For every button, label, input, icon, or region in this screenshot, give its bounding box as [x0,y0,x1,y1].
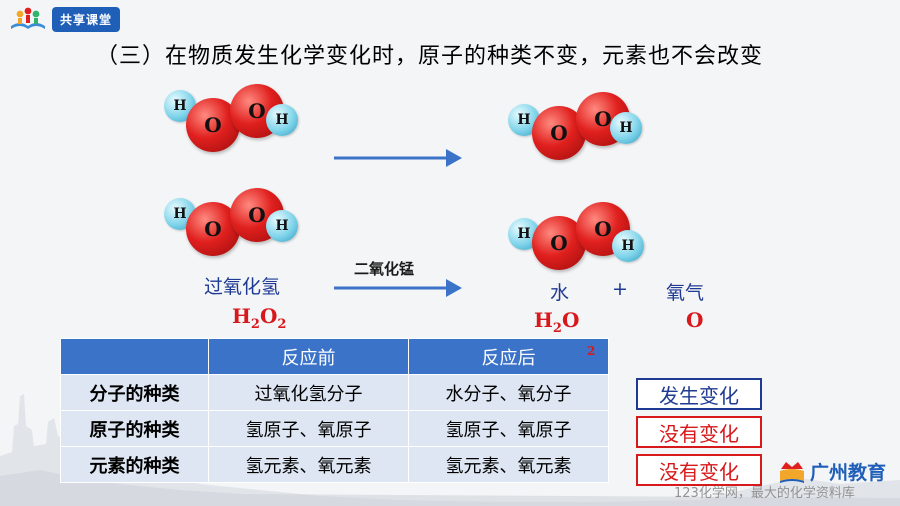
oxygen-atom: O [186,202,240,256]
verdict-atom: 没有变化 [636,416,762,448]
reaction-arrow-bottom [334,279,462,297]
hydrogen-atom: H [612,230,644,262]
background-skyline [0,394,900,506]
row-label: 原子的种类 [60,410,209,447]
table-header-cell: 反应前 [208,338,409,375]
plus-sign: + [612,278,628,300]
brand-text: 广州教育 [810,462,887,484]
table-row: 分子的种类 过氧化氢分子 水分子、氧分子 [60,374,609,411]
after-cell: 氢原子、氧原子 [408,410,609,447]
row-label: 分子的种类 [60,374,209,411]
guangzhou-education-logo: 广州教育 [778,458,886,485]
table-header-cell [60,338,209,375]
verdict-molecule: 发生变化 [636,378,762,410]
slide-title: （三）在物质发生化学变化时，原子的种类不变，元素也不会改变 [96,44,764,69]
subscript-mark: 2 [587,344,596,358]
molecule-hydrogen-peroxide-1: H O O H [164,84,304,160]
book-people-icon [11,7,45,29]
watermark-text: 123化学网，最大的化学资料库 [674,486,855,501]
verdict-element: 没有变化 [636,454,762,486]
product2-formula: O [686,308,704,332]
table-row: 原子的种类 氢原子、氧原子 氢原子、氧原子 [60,410,609,447]
logo-text: 共享课堂 [52,6,121,32]
hydrogen-atom: H [266,210,298,242]
before-cell: 氢元素、氧元素 [208,446,409,483]
molecule-product-1: H O O H [508,92,648,168]
reaction-arrow-top [334,149,462,167]
after-cell: 水分子、氧分子 [408,374,609,411]
table-row: 元素的种类 氢元素、氧元素 氢元素、氧元素 [60,446,609,483]
molecule-product-2: H O O H [508,196,648,272]
product1-name: 水 [550,282,570,304]
app-logo: 共享课堂 [8,6,121,32]
comparison-table: 反应前 反应后 分子的种类 过氧化氢分子 水分子、氧分子 原子的种类 氢原子、氧… [60,338,609,483]
product1-formula: H2O [534,308,580,336]
reactant-name: 过氧化氢 [204,276,281,298]
table-header-cell: 反应后 [408,338,609,375]
before-cell: 氢原子、氧原子 [208,410,409,447]
reactant-formula: H2O2 [232,304,287,332]
catalyst-label: 二氧化锰 [354,260,415,278]
product2-name: 氧气 [666,282,705,304]
hydrogen-atom: H [610,112,642,144]
table-header-row: 反应前 反应后 [60,338,609,375]
crown-book-icon [780,461,804,483]
molecule-hydrogen-peroxide-2: H O O H [164,188,304,264]
after-cell: 氢元素、氧元素 [408,446,609,483]
row-label: 元素的种类 [60,446,209,483]
hydrogen-atom: H [266,104,298,136]
before-cell: 过氧化氢分子 [208,374,409,411]
